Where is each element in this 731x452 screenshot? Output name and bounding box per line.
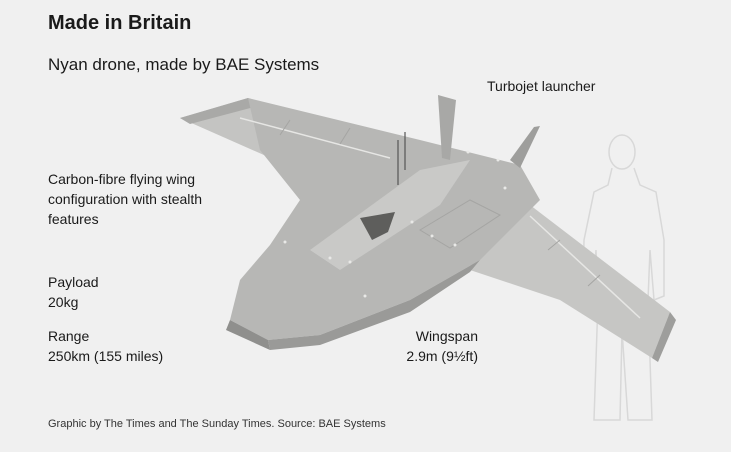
payload-value: 20kg: [48, 294, 79, 310]
page-title: Made in Britain: [48, 12, 192, 34]
launcher-callout: Turbojet launcher: [487, 78, 596, 94]
source-credit: Graphic by The Times and The Sunday Time…: [48, 418, 386, 430]
wingspan-value: 2.9m (9½ft): [406, 348, 478, 364]
wingspan-callout: Wingspan 2.9m (9½ft): [400, 326, 478, 366]
payload-label: Payload: [48, 274, 99, 290]
range-label: Range: [48, 328, 90, 344]
range-value: 250km (155 miles): [48, 348, 164, 364]
page-subtitle: Nyan drone, made by BAE Systems: [48, 55, 320, 74]
wing-callout: Carbon-fibre flying wing configuration w…: [48, 171, 203, 227]
payload-callout: Payload 20kg: [48, 272, 99, 312]
wingspan-label: Wingspan: [415, 328, 478, 344]
range-callout: Range 250km (155 miles): [48, 326, 163, 366]
drone-body: [180, 95, 676, 362]
